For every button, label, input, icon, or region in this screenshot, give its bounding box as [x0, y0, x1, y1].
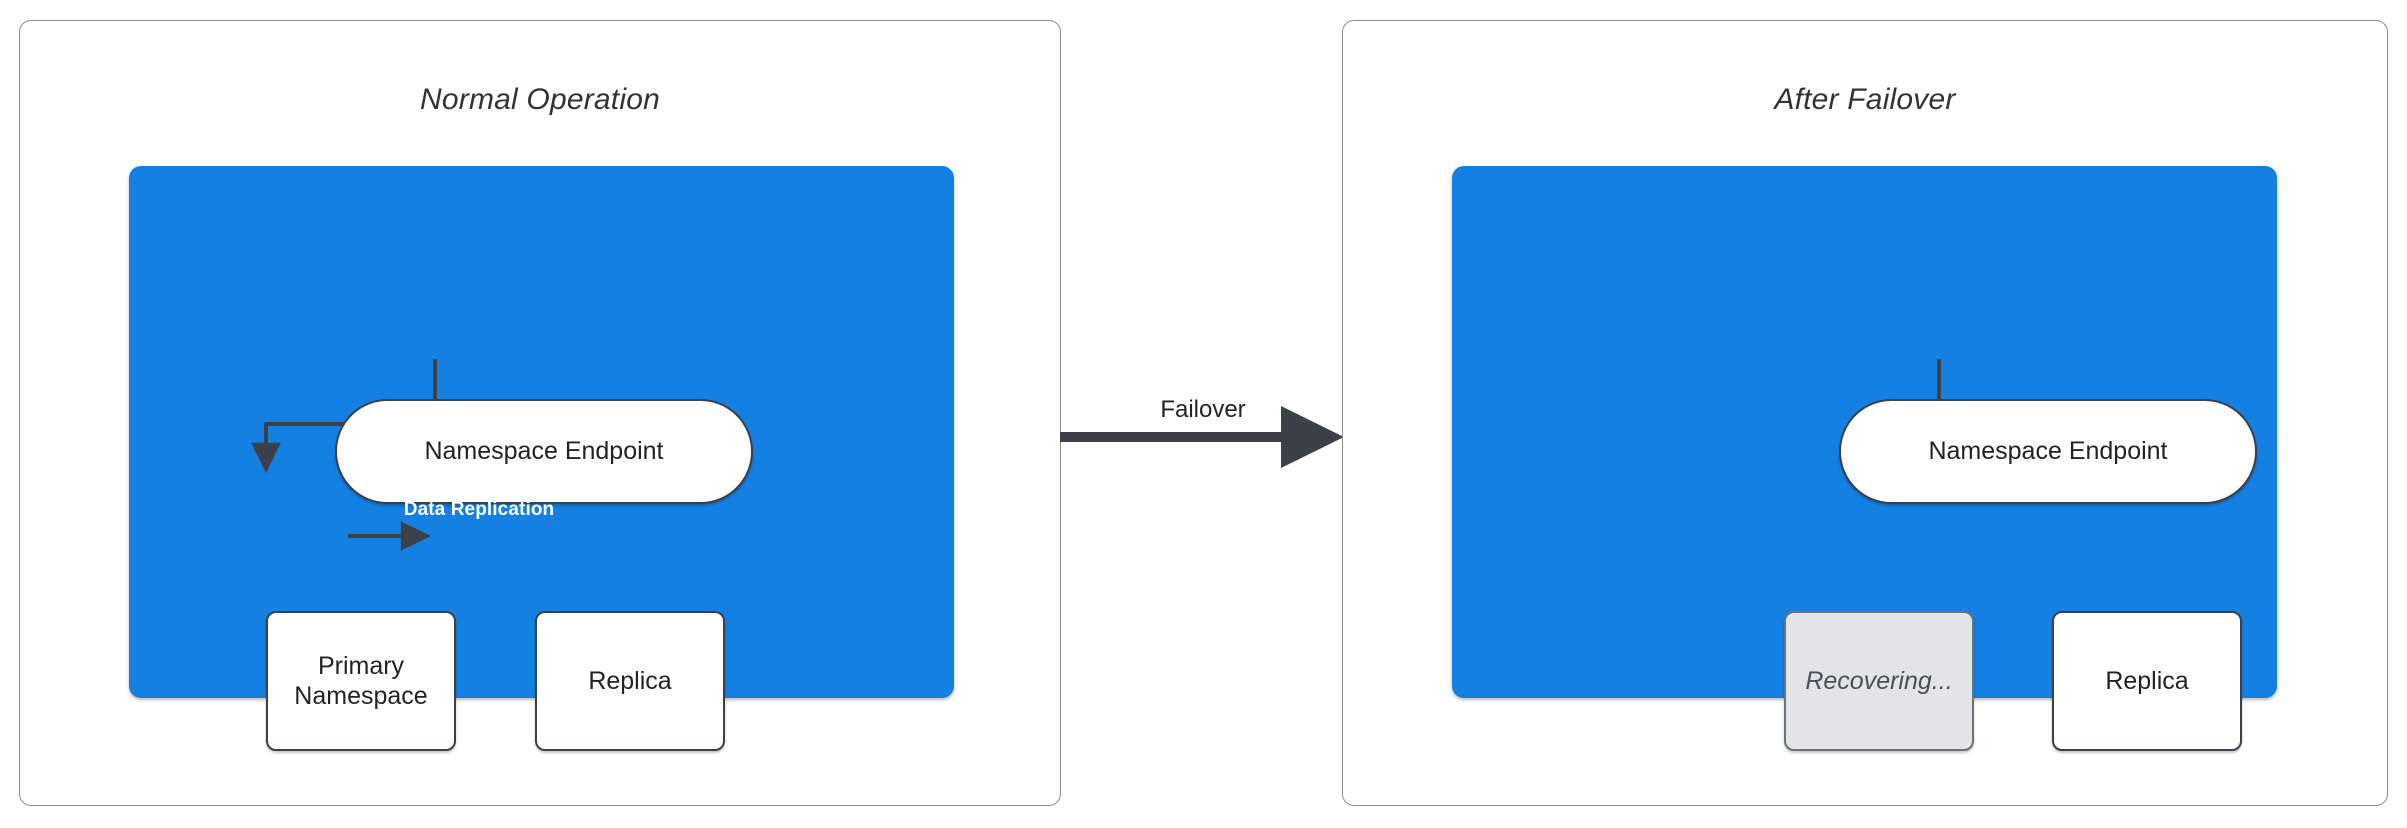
node-label-line1: Primary	[317, 651, 405, 680]
node-recovering[interactable]: Recovering...	[1784, 611, 1974, 751]
panel-title-after-failover: After Failover	[1774, 83, 1956, 116]
panel-normal-operation: Normal Operation	[19, 20, 1061, 806]
failover-label: Failover	[1160, 396, 1246, 423]
node-label: Recovering...	[1805, 666, 1953, 695]
panel-after-failover: After Failover Namespace Endpoint Recove…	[1342, 20, 2388, 806]
node-namespace-endpoint-failover[interactable]: Namespace Endpoint	[1839, 399, 2257, 504]
node-namespace-endpoint-normal[interactable]: Namespace Endpoint	[335, 399, 753, 504]
node-replica-failover[interactable]: Replica	[2052, 611, 2242, 751]
node-label: Replica	[2105, 666, 2189, 695]
node-label: Namespace Endpoint	[1928, 437, 2168, 466]
failover-arrow-icon	[1060, 405, 1344, 468]
node-label: Namespace Endpoint	[424, 437, 664, 466]
node-replica-normal[interactable]: Replica	[535, 611, 725, 751]
node-label: Replica	[588, 666, 672, 695]
panel-title-normal-operation: Normal Operation	[420, 83, 660, 116]
group-container-after-failover: Namespace Endpoint Recovering... Replica	[1452, 166, 2277, 751]
node-label-line2: Namespace	[294, 682, 428, 710]
edge-label-data-replication: Data Replication	[403, 499, 555, 520]
